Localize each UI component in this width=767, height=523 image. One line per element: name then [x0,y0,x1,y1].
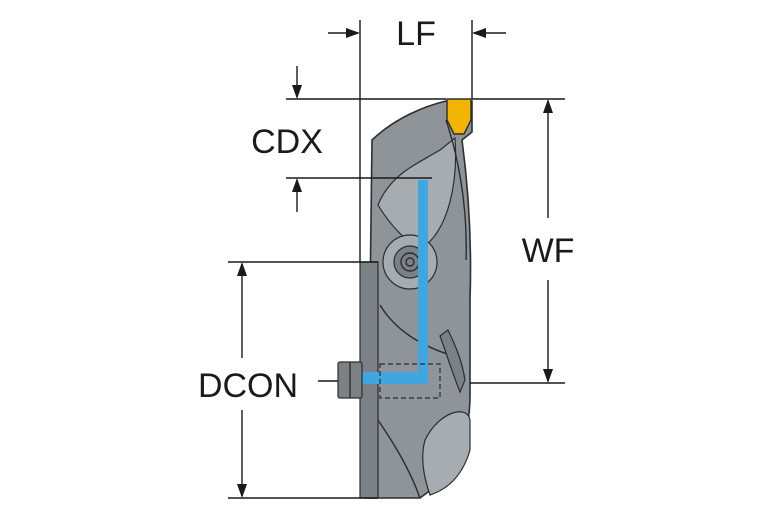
cutting-insert [446,98,472,135]
wf-arrow-bottom [543,369,553,383]
wf-label: WF [522,232,575,270]
lf-label: LF [396,15,436,53]
coolant-hidden-outline [379,363,441,399]
cdx-arrow-top [292,85,302,99]
dimension-labels: LF CDX WF DCON [198,15,574,405]
lf-arrow-right [472,28,486,38]
cdx-arrow-bottom [292,178,302,192]
dcon-label: DCON [198,367,298,405]
lower-relief [422,411,471,496]
dimension-lines [228,20,565,499]
side-flute [439,329,466,394]
cdx-label: CDX [251,123,323,161]
wf-arrow-top [543,99,553,113]
relief-curve-lower [379,304,451,356]
lower-edge-line [377,419,421,499]
coolant-channel-horizontal [342,372,428,384]
coolant-channel-vertical [418,180,428,380]
dcon-arrow-top [237,262,247,276]
dcon-arrow-bottom [237,484,247,498]
lf-arrow-left [346,28,360,38]
tool-body [337,98,473,499]
relief-curve-upper [445,119,467,261]
clamp-screw-center [405,257,415,267]
